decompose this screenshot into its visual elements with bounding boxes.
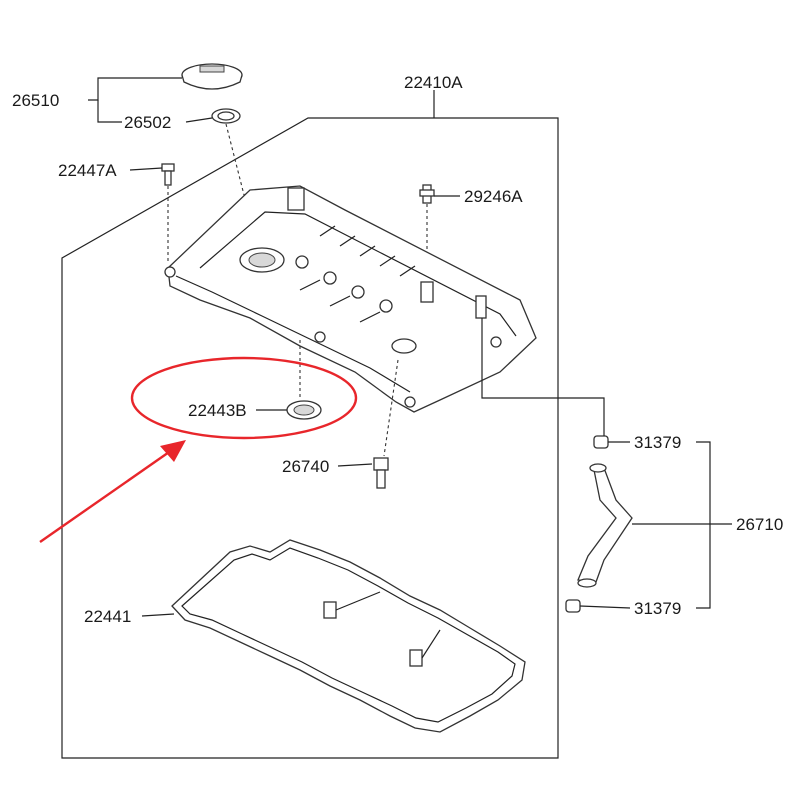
highlight-circle	[130, 356, 358, 440]
leader-26510-branch	[97, 100, 122, 123]
leader-22441	[141, 613, 175, 617]
hose-connection-line	[481, 318, 605, 436]
pcv-axis-line	[383, 359, 399, 457]
label-26502: 26502	[124, 113, 171, 132]
filler-cap-gasket-part	[211, 108, 241, 124]
hose-clamp-top-part	[593, 435, 609, 449]
pcv-valve-part	[373, 457, 389, 489]
spark-plug-tube-seal-part	[286, 400, 322, 420]
rocker-cover-gasket-part	[171, 539, 526, 733]
label-26510: 26510	[12, 91, 59, 110]
label-29246A: 29246A	[464, 187, 523, 206]
leader-22447A	[129, 167, 163, 171]
label-22441: 22441	[84, 607, 131, 626]
label-22447A: 22447A	[58, 161, 117, 180]
bolt-part	[161, 163, 175, 186]
label-31379-top: 31379	[634, 433, 681, 452]
leader-26502	[185, 117, 213, 123]
assembly-frame	[61, 117, 559, 759]
label-26710: 26710	[736, 515, 783, 534]
label-22410A: 22410A	[404, 73, 463, 92]
label-26740: 26740	[282, 457, 329, 476]
leader-26510	[88, 77, 182, 101]
leader-31379-bracket	[579, 441, 711, 609]
rocker-cover-part	[164, 185, 537, 413]
breather-hose-part	[577, 463, 633, 588]
hose-clamp-bottom-part	[565, 599, 581, 613]
sensor-part	[419, 184, 435, 204]
highlight-arrow	[39, 440, 186, 543]
leader-26740	[337, 463, 373, 467]
label-31379-bottom: 31379	[634, 599, 681, 618]
oil-filler-cap-part	[181, 63, 243, 90]
label-22443B: 22443B	[188, 401, 247, 420]
